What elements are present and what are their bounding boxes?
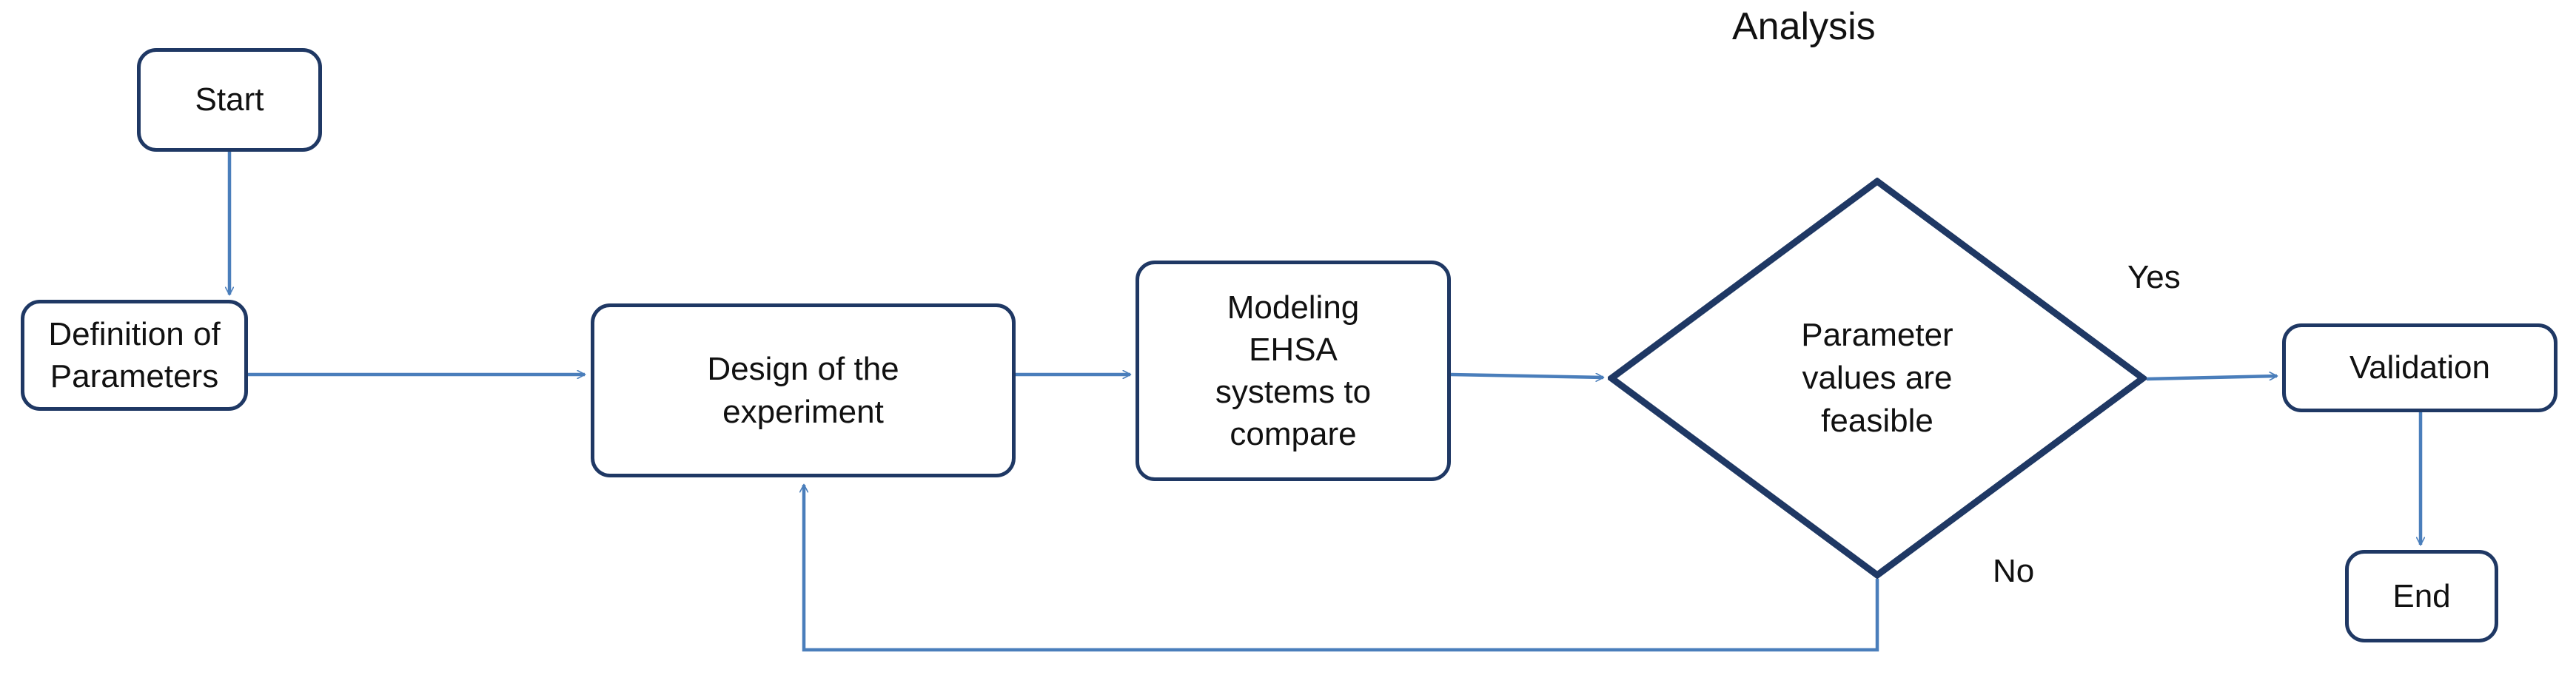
edge-modeling-to-decision <box>1450 372 1603 377</box>
node-end[interactable]: End <box>2345 550 2498 642</box>
edge-decision-yes-to-validation <box>2146 376 2277 381</box>
edge-label-no: No <box>1993 553 2035 589</box>
node-validation[interactable]: Validation <box>2282 323 2557 412</box>
node-design-of-the-experiment-label: Design of the experiment <box>707 351 899 430</box>
node-definition-of-parameters[interactable]: Definition of Parameters <box>21 300 248 411</box>
node-end-label: End <box>2392 577 2451 614</box>
edge-label-yes: Yes <box>2127 259 2181 295</box>
node-start[interactable]: Start <box>137 48 322 152</box>
node-start-label: Start <box>195 81 264 118</box>
node-decision-label: Parameter values are feasible <box>1801 316 1953 440</box>
node-validation-label: Validation <box>2349 349 2490 386</box>
node-design-of-the-experiment[interactable]: Design of the experiment <box>591 303 1016 477</box>
node-modeling-ehsa-systems-to-compare[interactable]: Modeling EHSA systems to compare <box>1136 261 1451 481</box>
node-decision-parameter-values-are-feasible[interactable]: Parameter values are feasible <box>1608 178 2147 579</box>
node-definition-of-parameters-label: Definition of Parameters <box>48 315 221 394</box>
diagram-title: Analysis <box>1732 5 1876 48</box>
node-modeling-ehsa-systems-to-compare-label: Modeling EHSA systems to compare <box>1215 289 1372 453</box>
